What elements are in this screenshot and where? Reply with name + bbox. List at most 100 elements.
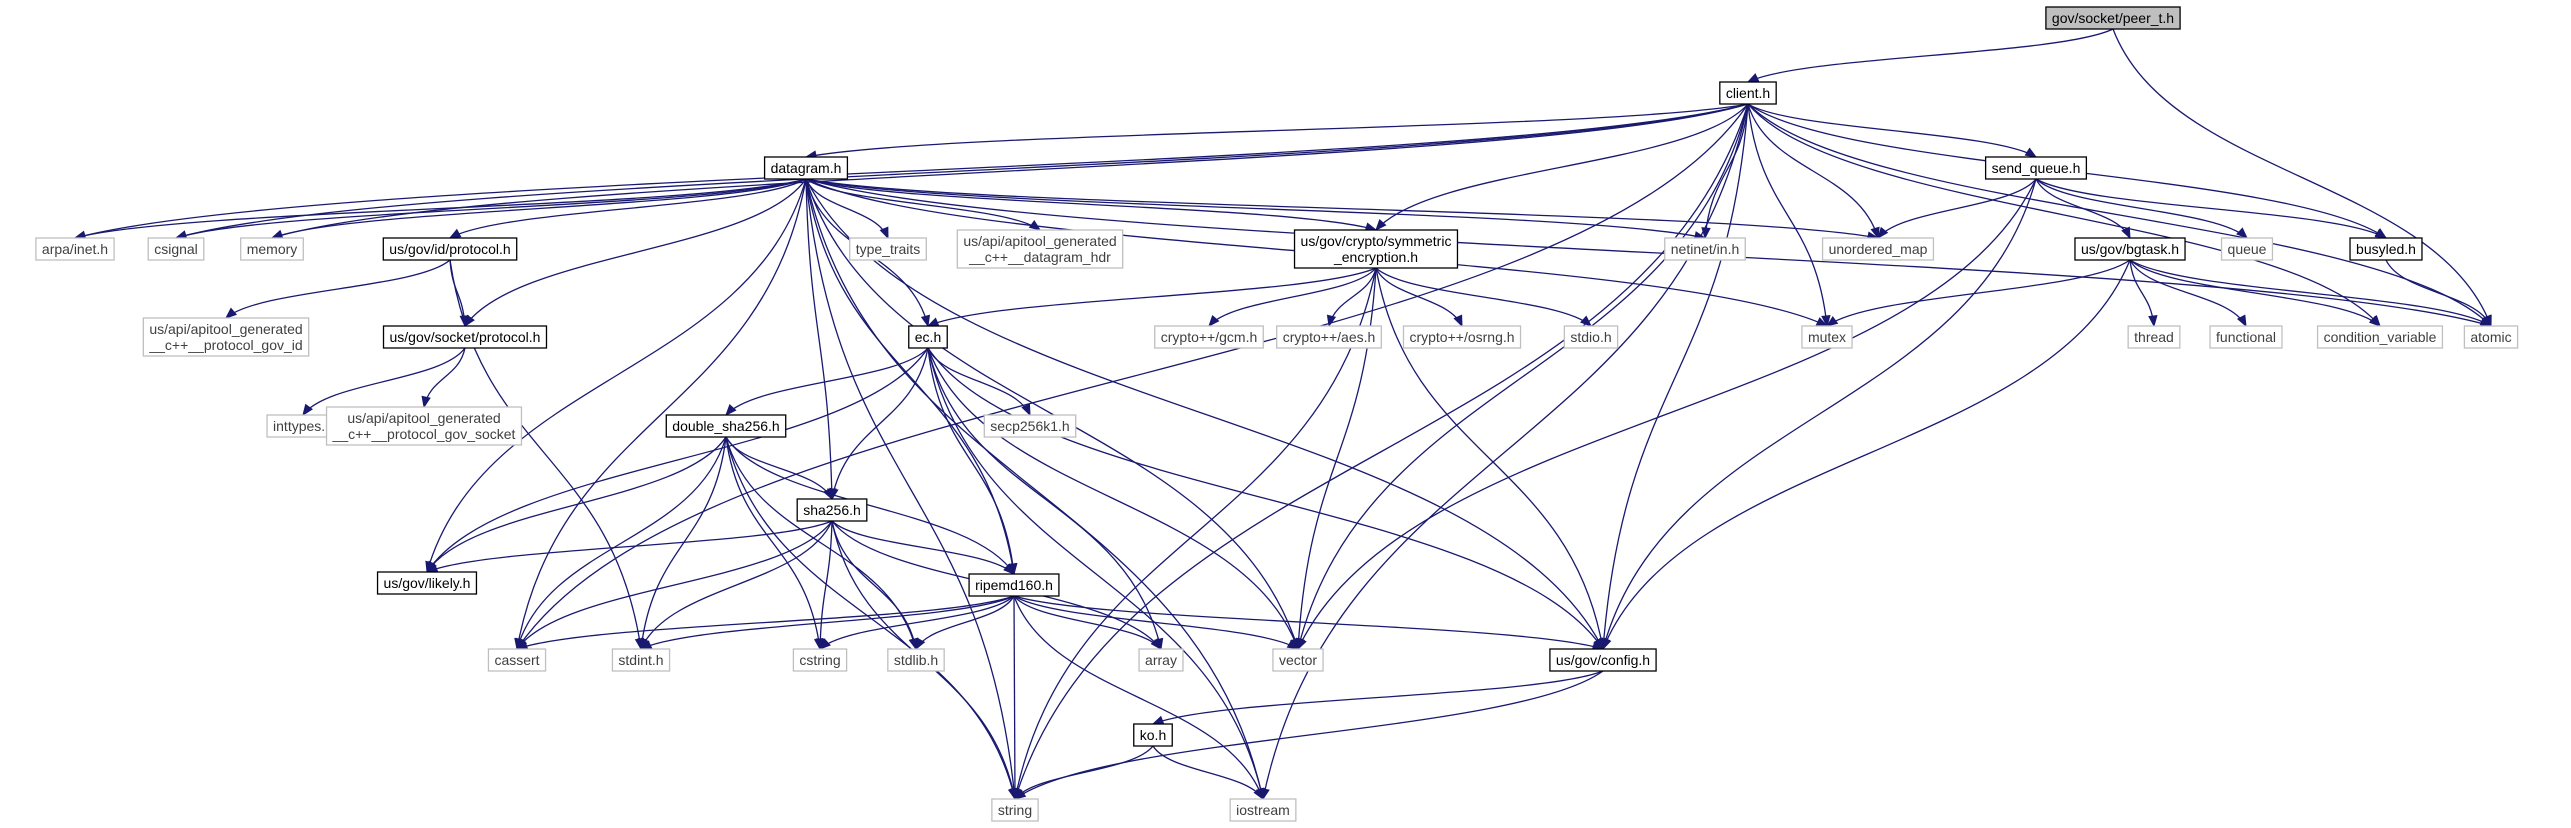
- node-type-traits[interactable]: type_traits: [849, 237, 927, 261]
- node-cstring[interactable]: cstring: [792, 648, 848, 672]
- node-id-protocol[interactable]: us/gov/id/protocol.h: [382, 237, 518, 261]
- edge-peer-t-to-client: [1746, 28, 2114, 83]
- node-send-queue[interactable]: send_queue.h: [1984, 156, 2088, 180]
- edge-peer-t-to-atomic: [2112, 28, 2492, 328]
- edge-sym-enc-to-aes: [1326, 267, 1377, 328]
- edge-client-to-string: [1013, 103, 1749, 801]
- node-secp[interactable]: secp256k1.h: [983, 414, 1077, 438]
- node-ec[interactable]: ec.h: [908, 325, 948, 349]
- edge-double-sha-to-cassert: [515, 436, 727, 651]
- node-label: gov/socket/peer_t.h: [2052, 10, 2174, 26]
- node-box: [376, 571, 478, 595]
- node-stdlib[interactable]: stdlib.h: [887, 648, 945, 672]
- node-protocol-gov-socket[interactable]: us/api/apitool_generated__c++__protocol_…: [325, 406, 523, 446]
- edge-ripemd-to-cassert: [515, 595, 1015, 650]
- node-box: [2209, 325, 2283, 349]
- edge-datagram-to-memory: [270, 178, 807, 239]
- node-box: [382, 237, 518, 261]
- edge-client-to-unordered-map: [1747, 103, 1880, 240]
- node-iostream[interactable]: iostream: [1229, 798, 1297, 822]
- node-label: unordered_map: [1829, 241, 1928, 257]
- node-cassert[interactable]: cassert: [487, 648, 547, 672]
- node-box: [1821, 237, 1935, 261]
- node-box: [763, 156, 849, 180]
- node-busyled[interactable]: busyled.h: [2349, 237, 2423, 261]
- node-socket-protocol[interactable]: us/gov/socket/protocol.h: [382, 325, 548, 349]
- node-osrng[interactable]: crypto++/osrng.h: [1402, 325, 1522, 349]
- edge-bgtask-to-functional: [2129, 259, 2247, 328]
- node-box: [968, 573, 1060, 597]
- node-aes[interactable]: crypto++/aes.h: [1276, 325, 1382, 349]
- edge-id-protocol-to-socket-protocol: [449, 259, 470, 328]
- node-config[interactable]: us/gov/config.h: [1549, 648, 1657, 672]
- node-label: thread: [2134, 329, 2174, 345]
- node-box: [1138, 648, 1184, 672]
- node-condvar[interactable]: condition_variable: [2316, 325, 2444, 349]
- node-netinet[interactable]: netinet/in.h: [1664, 237, 1746, 261]
- node-label: memory: [247, 241, 298, 257]
- edge-ripemd-to-cstring: [819, 595, 1015, 650]
- node-memory[interactable]: memory: [240, 237, 304, 261]
- node-label: us/gov/bgtask.h: [2081, 241, 2179, 257]
- node-box: [908, 325, 948, 349]
- node-mutex[interactable]: mutex: [1801, 325, 1853, 349]
- node-stdio[interactable]: stdio.h: [1563, 325, 1619, 349]
- node-gcm[interactable]: crypto++/gcm.h: [1154, 325, 1264, 349]
- node-bgtask[interactable]: us/gov/bgtask.h: [2074, 237, 2186, 261]
- node-atomic[interactable]: atomic: [2463, 325, 2519, 349]
- node-stdint[interactable]: stdint.h: [611, 648, 671, 672]
- edge-sym-enc-to-ec: [926, 267, 1377, 327]
- node-label: crypto++/aes.h: [1283, 329, 1376, 345]
- node-label: array: [1145, 652, 1177, 668]
- node-vector[interactable]: vector: [1272, 648, 1324, 672]
- node-label: us/api/apitool_generated: [963, 233, 1116, 249]
- node-label: stdio.h: [1570, 329, 1611, 345]
- node-ko[interactable]: ko.h: [1133, 723, 1173, 747]
- edge-bgtask-to-condvar: [2129, 259, 2382, 327]
- edge-config-to-string: [1013, 670, 1604, 800]
- node-box: [983, 414, 1077, 438]
- node-csignal[interactable]: csignal: [147, 237, 205, 261]
- node-datagram[interactable]: datagram.h: [763, 156, 849, 180]
- node-queue[interactable]: queue: [2220, 237, 2274, 261]
- node-datagram-hdr[interactable]: us/api/apitool_generated__c++__datagram_…: [956, 229, 1124, 269]
- node-box: [1549, 648, 1657, 672]
- node-double-sha[interactable]: double_sha256.h: [665, 414, 787, 438]
- node-label: string: [998, 802, 1032, 818]
- edge-sym-enc-to-config: [1375, 267, 1606, 651]
- node-label: ripemd160.h: [975, 577, 1053, 593]
- node-box: [2127, 325, 2181, 349]
- node-likely[interactable]: us/gov/likely.h: [376, 571, 478, 595]
- node-label: crypto++/gcm.h: [1161, 329, 1258, 345]
- node-thread[interactable]: thread: [2127, 325, 2181, 349]
- node-box: [1402, 325, 1522, 349]
- node-functional[interactable]: functional: [2209, 325, 2283, 349]
- node-label: crypto++/osrng.h: [1409, 329, 1514, 345]
- node-box: [240, 237, 304, 261]
- node-unordered-map[interactable]: unordered_map: [1821, 237, 1935, 261]
- node-protocol-gov-id[interactable]: us/api/apitool_generated__c++__protocol_…: [142, 317, 310, 357]
- edge-sha256-to-cassert: [516, 520, 833, 651]
- node-array[interactable]: array: [1138, 648, 1184, 672]
- node-peer-t[interactable]: gov/socket/peer_t.h: [2045, 6, 2181, 30]
- edge-send-queue-to-busyled: [2035, 178, 2388, 239]
- node-box: [1154, 325, 1264, 349]
- edge-ripemd-to-stdint: [639, 595, 1015, 650]
- node-sym-enc[interactable]: us/gov/crypto/symmetric_encryption.h: [1293, 229, 1459, 269]
- node-box: [2463, 325, 2519, 349]
- edge-bgtask-to-config: [1602, 259, 2131, 651]
- node-sha256[interactable]: sha256.h: [796, 498, 868, 522]
- node-string[interactable]: string: [991, 798, 1039, 822]
- node-box: [2074, 237, 2186, 261]
- node-label: condition_variable: [2324, 329, 2437, 345]
- node-arpa-inet[interactable]: arpa/inet.h: [35, 237, 115, 261]
- node-label: vector: [1279, 652, 1317, 668]
- node-label: us/gov/config.h: [1556, 652, 1650, 668]
- node-client[interactable]: client.h: [1719, 81, 1777, 105]
- edge-double-sha-to-string: [725, 436, 1018, 801]
- node-ripemd[interactable]: ripemd160.h: [968, 573, 1060, 597]
- node-label: stdint.h: [618, 652, 663, 668]
- edge-datagram-to-sym-enc: [805, 178, 1378, 232]
- node-box: [1563, 325, 1619, 349]
- node-label: __c++__datagram_hdr: [968, 249, 1111, 265]
